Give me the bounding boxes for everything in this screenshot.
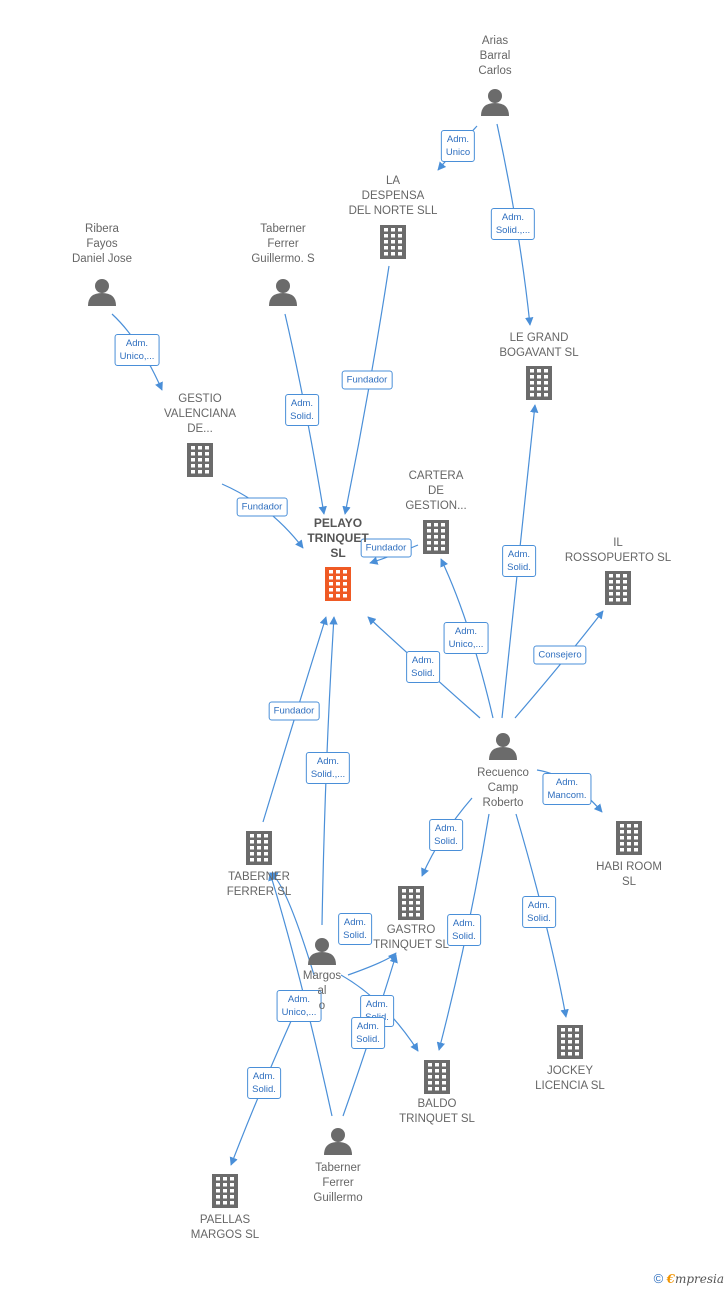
edge-label-margos-to-taberner_sl[interactable]: Adm. Unico,...	[276, 990, 322, 1022]
edge-label-recuenco-to-habi[interactable]: Adm. Mancom.	[542, 773, 592, 805]
building-icon-jockey[interactable]	[557, 1025, 583, 1059]
footer-brand[interactable]: © €mpresia	[654, 1271, 724, 1286]
edge-margos-to-baldo	[347, 952, 397, 976]
building-icon-habi[interactable]	[616, 821, 642, 855]
edge-label-margos-to-pelayo[interactable]: Adm. Solid.,...	[305, 752, 351, 784]
edge-label-tabernerG-to-pelayo[interactable]: Adm. Solid.	[285, 394, 319, 426]
building-icon-gastro[interactable]	[398, 886, 424, 920]
edge-label-cartera-to-pelayo[interactable]: Fundador	[360, 538, 412, 558]
person-icon-margos[interactable]	[308, 938, 336, 965]
edge-label-tabernerF-to-gastro[interactable]: Adm. Solid.	[351, 1017, 385, 1049]
node-label-gestio[interactable]: GESTIO VALENCIANA DE...	[163, 393, 237, 435]
node-label-legrand[interactable]: LE GRAND BOGAVANT SL	[499, 332, 579, 359]
node-label-paellas[interactable]: PAELLAS MARGOS SL	[190, 1214, 260, 1241]
edge-label-ladespensa-to-pelayo[interactable]: Fundador	[341, 370, 393, 390]
edge-label-recuenco-to-jockey[interactable]: Adm. Solid.	[522, 896, 556, 928]
edge-label-ribera-to-gestio[interactable]: Adm. Unico,...	[114, 334, 160, 366]
node-label-arias[interactable]: Arias Barral Carlos	[478, 35, 512, 77]
node-label-cartera[interactable]: CARTERA DE GESTION...	[405, 470, 467, 512]
node-label-rosso[interactable]: IL ROSSOPUERTO SL	[564, 537, 672, 564]
node-label-tabernerF[interactable]: Taberner Ferrer Guillermo	[313, 1162, 363, 1204]
building-icon-paellas[interactable]	[212, 1174, 238, 1208]
building-icon-ladespensa[interactable]	[380, 225, 406, 259]
edge-label-recuenco-to-rosso[interactable]: Consejero	[533, 645, 587, 665]
edge-label-taberner_sl-to-pelayo[interactable]: Fundador	[268, 701, 320, 721]
person-icon-tabernerF[interactable]	[324, 1128, 352, 1155]
edge-label-recuenco-to-baldo[interactable]: Adm. Solid.	[447, 914, 481, 946]
edge-label-recuenco-to-gastro[interactable]: Adm. Solid.	[429, 819, 463, 851]
node-label-baldo[interactable]: BALDO TRINQUET SL	[399, 1098, 475, 1125]
node-label-pelayo[interactable]: PELAYO TRINQUET SL	[307, 516, 369, 560]
node-label-ribera[interactable]: Ribera Fayos Daniel Jose	[71, 223, 133, 265]
node-label-habi[interactable]: HABI ROOM SL	[596, 861, 662, 888]
person-icon-recuenco[interactable]	[489, 733, 517, 760]
edge-recuenco-to-rosso	[514, 610, 604, 719]
brand-logo-text: mpresia	[674, 1272, 724, 1286]
building-icon-gestio[interactable]	[187, 443, 213, 477]
copyright-icon: ©	[653, 1271, 664, 1286]
edge-label-gestio-to-pelayo[interactable]: Fundador	[236, 497, 288, 517]
edge-label-recuenco-to-cartera[interactable]: Adm. Unico,...	[443, 622, 489, 654]
building-icon-baldo[interactable]	[424, 1060, 450, 1094]
edge-label-recuenco-to-pelayo[interactable]: Adm. Solid.	[406, 651, 440, 683]
nodes-layer	[88, 89, 642, 1208]
edge-label-tabernerF-to-paellas[interactable]: Adm. Solid.	[247, 1067, 281, 1099]
edge-label-margos-to-gastro[interactable]: Adm. Solid.	[338, 913, 372, 945]
building-icon-rosso[interactable]	[605, 571, 631, 605]
edge-ladespensa-to-pelayo	[342, 265, 390, 515]
node-label-recuenco[interactable]: Recuenco Camp Roberto	[477, 767, 529, 809]
brand-logo-mark: €	[666, 1272, 675, 1286]
person-icon-tabernerG[interactable]	[269, 279, 297, 306]
node-label-tabernerG[interactable]: Taberner Ferrer Guillermo. S	[251, 223, 315, 265]
edge-label-arias-to-legrand[interactable]: Adm. Solid.,...	[490, 208, 536, 240]
building-icon-pelayo[interactable]	[325, 567, 351, 601]
edges-layer	[111, 123, 604, 1166]
edge-tabernerF-to-taberner_sl	[268, 872, 333, 1117]
building-icon-legrand[interactable]	[526, 366, 552, 400]
node-label-margos[interactable]: Margos al o	[302, 970, 342, 1012]
node-label-jockey[interactable]: JOCKEY LICENCIA SL	[535, 1065, 605, 1092]
building-icon-cartera[interactable]	[423, 520, 449, 554]
node-label-taberner_sl[interactable]: TABERNER FERRER SL	[226, 871, 292, 898]
node-label-ladespensa[interactable]: LA DESPENSA DEL NORTE SLL	[348, 175, 438, 217]
building-icon-taberner_sl[interactable]	[246, 831, 272, 865]
person-icon-ribera[interactable]	[88, 279, 116, 306]
edge-label-recuenco-to-legrand[interactable]: Adm. Solid.	[502, 545, 536, 577]
person-icon-arias[interactable]	[481, 89, 509, 116]
node-label-gastro[interactable]: GASTRO TRINQUET SL	[373, 924, 449, 951]
edge-label-arias-to-ladespensa[interactable]: Adm. Unico	[440, 130, 476, 162]
